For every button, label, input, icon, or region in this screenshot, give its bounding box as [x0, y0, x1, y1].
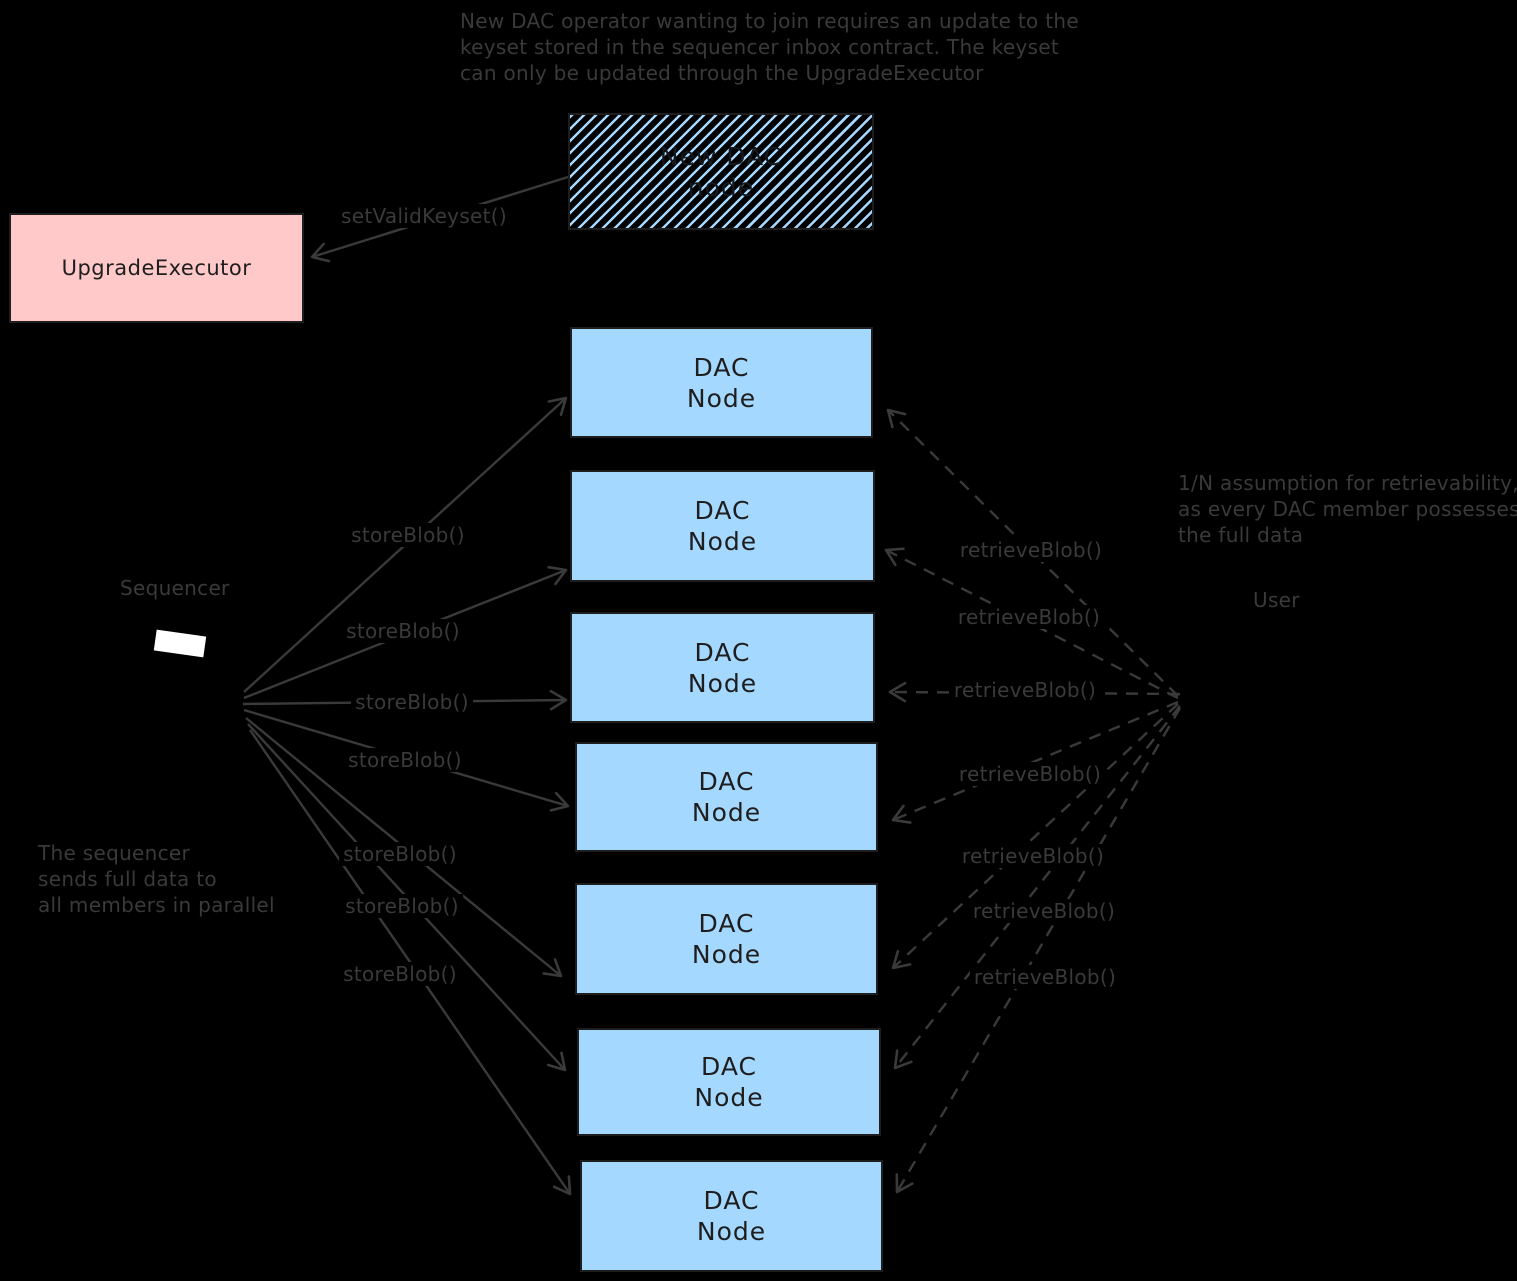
dac-node-box-5: DAC Node [575, 883, 878, 995]
new-dac-node-label-line2: node [687, 172, 755, 202]
upgrade-executor-box: UpgradeExecutor [9, 213, 304, 323]
store-blob-label-2: storeBlob() [342, 619, 464, 643]
dac-node-label-line1: DAC [701, 1052, 757, 1081]
retrieve-blob-arrow-6 [893, 705, 1181, 1070]
new-dac-node-box: New DAC node [568, 113, 874, 230]
dac-node-label-line2: Node [686, 383, 757, 413]
dac-node-label-line2: Node [694, 1083, 764, 1112]
dac-node-label-line2: Node [691, 940, 762, 969]
store-blob-label-4: storeBlob() [344, 748, 466, 772]
retrieve-blob-label-2: retrieveBlob() [953, 605, 1105, 629]
retrieve-blob-label-6: retrieveBlob() [968, 899, 1120, 923]
sequencer-label: Sequencer [120, 576, 230, 600]
dac-node-label-line1: DAC [693, 352, 750, 382]
dac-node-box-7: DAC Node [580, 1160, 883, 1272]
store-blob-label-3: storeBlob() [351, 690, 473, 714]
store-blob-label-5: storeBlob() [339, 842, 461, 866]
dac-node-box-1: DAC Node [570, 327, 873, 438]
dac-node-box-6: DAC Node [577, 1028, 881, 1136]
parallel-note: The sequencer sends full data to all mem… [38, 840, 275, 918]
retrievability-note-line: the full data [1178, 523, 1304, 547]
retrieve-blob-arrow-4 [891, 700, 1179, 824]
retrieve-blob-label-5: retrieveBlob() [957, 844, 1109, 868]
dac-node-label-line1: DAC [703, 1186, 760, 1215]
store-blob-label-7: storeBlob() [339, 962, 461, 986]
upgrade-executor-label: UpgradeExecutor [61, 255, 252, 280]
retrievability-note-line: as every DAC member possesses [1178, 497, 1517, 521]
dac-node-label-line1: DAC [698, 909, 755, 938]
retrieve-blob-arrow-7 [895, 707, 1182, 1194]
set-valid-keyset-label: setValidKeyset() [337, 204, 511, 228]
retrieve-blob-arrow-5 [891, 703, 1179, 970]
dac-node-label-line1: DAC [694, 496, 751, 525]
parallel-note-line: all members in parallel [38, 893, 275, 917]
dac-node-label-line2: Node [687, 527, 758, 556]
dac-node-label-line2: Node [691, 798, 762, 827]
retrieve-blob-label-3: retrieveBlob() [949, 678, 1101, 702]
parallel-note-line: The sequencer [38, 841, 191, 865]
user-label: User [1253, 588, 1300, 612]
dac-node-label-line2: Node [687, 668, 758, 698]
top-note-line: New DAC operator wanting to join require… [460, 9, 1079, 33]
new-dac-node-label-line1: New DAC [659, 141, 783, 171]
retrieve-blob-arrow-3 [888, 681, 1181, 703]
dac-node-label-line2: Node [696, 1217, 767, 1246]
retrieve-blob-label-7: retrieveBlob() [969, 965, 1121, 989]
retrievability-note-line: 1/N assumption for retrievability, [1178, 471, 1517, 495]
retrieve-blob-arrow-1 [886, 408, 1179, 697]
dac-node-box-3: DAC Node [570, 612, 875, 723]
retrieve-blob-label-1: retrieveBlob() [955, 538, 1107, 562]
top-note: New DAC operator wanting to join require… [460, 8, 1079, 86]
dac-node-box-4: DAC Node [575, 742, 878, 852]
dac-node-label-line1: DAC [694, 637, 751, 667]
retrievability-note: 1/N assumption for retrievability, as ev… [1178, 470, 1517, 548]
retrieve-blob-label-4: retrieveBlob() [954, 762, 1106, 786]
top-note-line: keyset stored in the sequencer inbox con… [460, 35, 1060, 59]
dac-node-label-line1: DAC [698, 767, 755, 796]
dac-node-box-2: DAC Node [570, 470, 875, 582]
store-blob-label-6: storeBlob() [341, 894, 463, 918]
top-note-line: can only be updated through the UpgradeE… [460, 61, 984, 85]
store-blob-label-1: storeBlob() [347, 523, 469, 547]
parallel-note-line: sends full data to [38, 867, 217, 891]
